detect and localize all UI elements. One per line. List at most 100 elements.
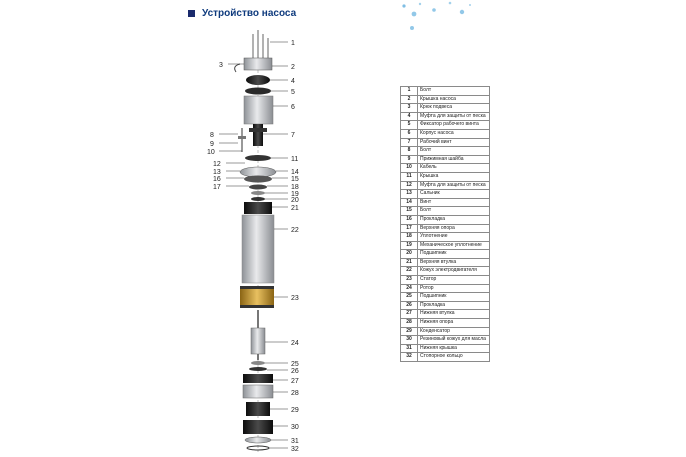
part-name: Верхняя втулка bbox=[417, 257, 490, 268]
callout-9: 9 bbox=[210, 141, 214, 148]
part-number: 3 bbox=[400, 103, 418, 113]
part-number: 2 bbox=[400, 94, 418, 105]
callout-32: 32 bbox=[291, 446, 299, 453]
callout-27: 27 bbox=[291, 378, 299, 385]
callout-5: 5 bbox=[291, 89, 295, 96]
callout-6: 6 bbox=[291, 104, 295, 111]
part-name: Винт bbox=[417, 197, 490, 208]
callout-7: 7 bbox=[291, 132, 295, 139]
part-number: 11 bbox=[400, 171, 418, 182]
part-name: Прокладка bbox=[417, 214, 490, 225]
callout-12: 12 bbox=[213, 161, 221, 168]
callout-28: 28 bbox=[291, 390, 299, 397]
part-name: Уплотнение bbox=[417, 232, 490, 242]
callout-19: 19 bbox=[291, 191, 299, 198]
part-number: 32 bbox=[400, 352, 418, 362]
part-bolt-top bbox=[252, 30, 269, 58]
part-number: 19 bbox=[400, 240, 418, 251]
callout-15: 15 bbox=[291, 176, 299, 183]
part-number: 14 bbox=[400, 197, 418, 208]
part-name: Крышка насоса bbox=[417, 94, 490, 105]
part-name: Резиновый кожух для масла bbox=[417, 335, 490, 345]
part-number: 15 bbox=[400, 206, 418, 216]
part-number: 9 bbox=[400, 154, 418, 165]
part-number: 20 bbox=[400, 249, 418, 259]
part-number: 21 bbox=[400, 257, 418, 268]
part-number: 28 bbox=[400, 318, 418, 328]
part-name: Прижимная шайба bbox=[417, 154, 490, 165]
callout-22: 22 bbox=[291, 227, 299, 234]
callout-4: 4 bbox=[291, 78, 295, 85]
callout-1: 1 bbox=[291, 40, 295, 47]
part-number: 29 bbox=[400, 326, 418, 337]
part-name: Муфта для защиты от песка bbox=[417, 180, 490, 191]
part-number: 24 bbox=[400, 283, 418, 294]
part-name: Подшипник bbox=[417, 292, 490, 302]
callout-17: 17 bbox=[213, 184, 221, 191]
part-name: Рабочий винт bbox=[417, 137, 490, 148]
part-name: Кабель bbox=[417, 163, 490, 173]
part-number: 4 bbox=[400, 111, 418, 122]
part-number: 5 bbox=[400, 120, 418, 130]
callout-29: 29 bbox=[291, 407, 299, 414]
part-name: Статор bbox=[417, 275, 490, 285]
part-number: 10 bbox=[400, 163, 418, 173]
part-number: 25 bbox=[400, 292, 418, 302]
part-name: Подшипник bbox=[417, 249, 490, 259]
part-number: 26 bbox=[400, 300, 418, 311]
part-number: 8 bbox=[400, 146, 418, 156]
part-number: 16 bbox=[400, 214, 418, 225]
callout-18: 18 bbox=[291, 184, 299, 191]
part-name: Сальник bbox=[417, 189, 490, 199]
part-number: 31 bbox=[400, 343, 418, 354]
callout-8: 8 bbox=[210, 132, 214, 139]
callout-30: 30 bbox=[291, 424, 299, 431]
part-name: Конденсатор bbox=[417, 326, 490, 337]
part-number: 17 bbox=[400, 223, 418, 234]
part-name: Крышка bbox=[417, 171, 490, 182]
part-number: 1 bbox=[400, 86, 418, 96]
part-name: Нижняя опора bbox=[417, 318, 490, 328]
part-name: Муфта для защиты от песка bbox=[417, 111, 490, 122]
part-name: Болт bbox=[417, 206, 490, 216]
part-name: Крюк подвеса bbox=[417, 103, 490, 113]
part-number: 18 bbox=[400, 232, 418, 242]
part-number: 13 bbox=[400, 189, 418, 199]
part-number: 30 bbox=[400, 335, 418, 345]
part-number: 22 bbox=[400, 266, 418, 277]
page-header: Устройство насоса bbox=[188, 8, 296, 19]
part-name: Верхняя опора bbox=[417, 223, 490, 234]
part-name: Прокладка bbox=[417, 300, 490, 311]
square-bullet-icon bbox=[188, 10, 195, 17]
part-number: 23 bbox=[400, 275, 418, 285]
part-name: Ротор bbox=[417, 283, 490, 294]
part-number: 12 bbox=[400, 180, 418, 191]
part-number: 7 bbox=[400, 137, 418, 148]
part-name: Нижняя крышка bbox=[417, 343, 490, 354]
part-number: 27 bbox=[400, 309, 418, 320]
callout-3: 3 bbox=[219, 62, 223, 69]
callout-20: 20 bbox=[291, 197, 299, 204]
callout-14: 14 bbox=[291, 169, 299, 176]
